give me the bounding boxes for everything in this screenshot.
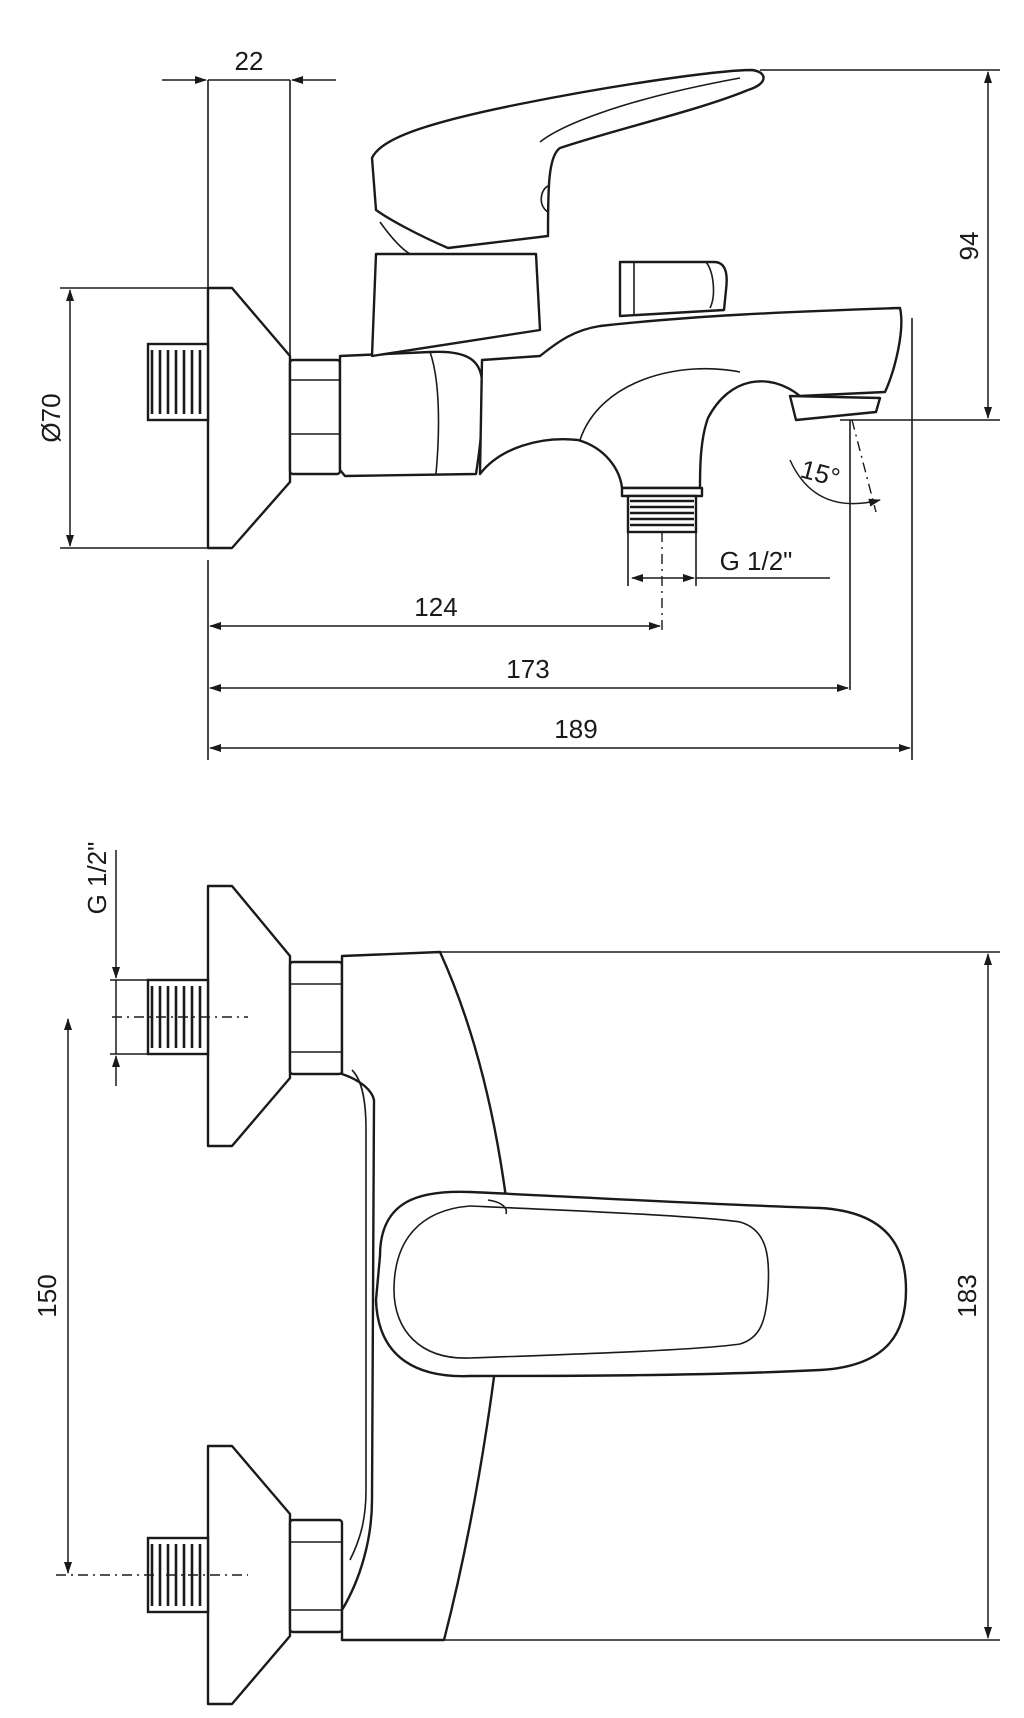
- side-wall-thread: [146, 342, 210, 422]
- dim-outlet-thread: G 1/2": [720, 546, 793, 576]
- side-view: 22 Ø70 94 15° G 1/2" 124 173: [36, 46, 1000, 760]
- dim-outlet-distance: 124: [414, 592, 457, 622]
- dim-inlet-thread: G 1/2": [82, 842, 112, 915]
- dim-flange-offset: 22: [235, 46, 264, 76]
- side-spout: [478, 306, 903, 490]
- side-outlet-thread: [620, 486, 704, 534]
- dim-outlet-angle: 15°: [797, 454, 843, 493]
- top-view: G 1/2" 150 183: [32, 842, 1000, 1706]
- top-lever-handle: [374, 1190, 908, 1378]
- side-rosette: [206, 286, 292, 550]
- side-spout-tip: [788, 394, 882, 422]
- side-cartridge-column: [370, 252, 542, 358]
- top-rosette-lower: [206, 1444, 292, 1706]
- dim-height: 94: [954, 232, 984, 261]
- side-faucet-body: [338, 350, 484, 478]
- side-hex-nut: [288, 358, 342, 476]
- top-rosette-upper: [206, 884, 292, 1148]
- dim-overall-length: 189: [554, 714, 597, 744]
- top-hex-nut-lower: [288, 1518, 344, 1634]
- dim-connection-spacing: 150: [32, 1274, 62, 1317]
- side-diverter-knob: [618, 260, 728, 318]
- dim-rosette-diameter: Ø70: [36, 393, 66, 442]
- dim-overall-width: 183: [952, 1274, 982, 1317]
- side-lever-handle: [370, 68, 765, 250]
- dim-spout-tip-distance: 173: [506, 654, 549, 684]
- top-thread-lower: [146, 1536, 210, 1614]
- top-hex-nut-upper: [288, 960, 344, 1076]
